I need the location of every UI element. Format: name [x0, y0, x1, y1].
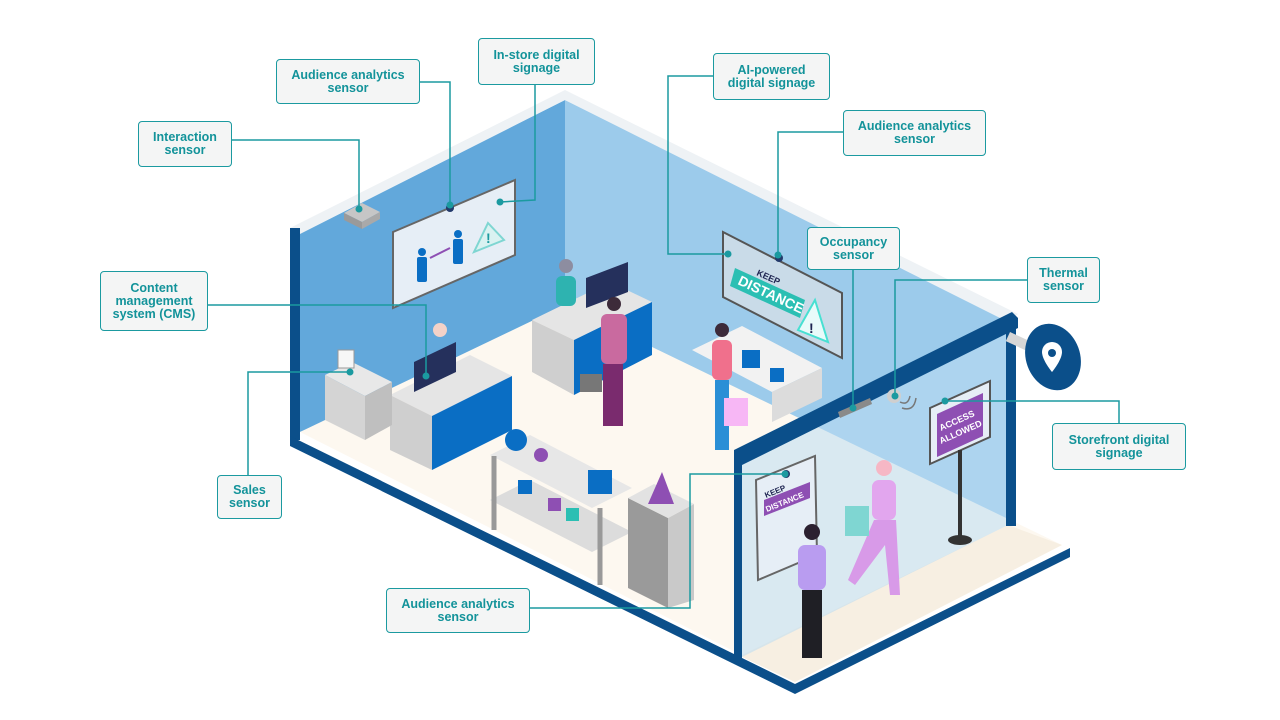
- storefront-post-right: [1006, 318, 1016, 526]
- left-wall-edge: [290, 228, 300, 440]
- walker-head: [876, 460, 892, 476]
- cashier-head: [433, 323, 447, 337]
- label-storefront-digital-signage: Storefront digital signage: [1052, 423, 1186, 470]
- leader-in-store: [499, 84, 536, 203]
- label-audience-analytics-sensor-bottom: Audience analytics sensor: [386, 588, 530, 633]
- interaction-sensor-side2: [362, 212, 380, 229]
- customer-legs: [603, 364, 623, 426]
- sales-register: [325, 362, 392, 396]
- shopper-legs: [715, 380, 729, 450]
- pyramid: [648, 472, 674, 504]
- customer-bag: [580, 374, 602, 392]
- leader-audience-right: [777, 131, 843, 255]
- pedestal-side: [668, 504, 694, 608]
- leader-sales: [247, 371, 350, 475]
- distance-banner: [730, 268, 805, 318]
- thermal-waves-icon: [899, 395, 917, 410]
- sales-register-front: [325, 375, 365, 440]
- ai-warning-icon: [796, 297, 830, 344]
- leader-dots: [346, 198, 949, 478]
- cms-counter-front: [432, 376, 512, 470]
- shopper-bag: [724, 398, 748, 426]
- storefront-post-left: [734, 455, 742, 660]
- leader-thermal: [894, 279, 1027, 396]
- back-monitor: [586, 262, 628, 308]
- leader-storefront: [945, 400, 1120, 423]
- leader-audience-bottom: [529, 473, 785, 609]
- walker-body: [872, 480, 896, 520]
- floor-edge-left: [290, 436, 795, 694]
- receipt-printer: [337, 349, 355, 369]
- leader-lines: [207, 75, 1120, 609]
- staff-body: [556, 276, 576, 306]
- label-ai-powered-digital-signage: AI-powered digital signage: [713, 53, 830, 100]
- label-occupancy-sensor: Occupancy sensor: [807, 227, 900, 270]
- leader-interaction: [231, 139, 360, 209]
- sales-register-side: [365, 382, 392, 440]
- customer-head: [607, 297, 621, 311]
- back-counter-top: [532, 282, 652, 340]
- label-audience-analytics-sensor-top: Audience analytics sensor: [276, 59, 420, 104]
- back-counter-side: [532, 320, 574, 395]
- viewer-head: [804, 524, 820, 540]
- floor-edge-right: [795, 548, 1070, 694]
- shelf-cube-2: [518, 480, 532, 494]
- shelf-sphere: [505, 429, 527, 451]
- warning-exclamation: !: [486, 230, 491, 246]
- cms-counter-top: [390, 355, 512, 416]
- viewer-legs: [802, 590, 822, 658]
- shelf-mid: [490, 480, 632, 552]
- shelf-sphere-purple: [534, 448, 548, 462]
- walker-legs: [848, 520, 900, 595]
- label-sales-sensor: Sales sensor: [217, 475, 282, 519]
- leader-audience-top: [419, 81, 451, 205]
- sign-stand-base: [948, 535, 972, 545]
- shelf-cube-4: [566, 508, 579, 521]
- access-banner: [937, 393, 983, 457]
- shopper-body: [712, 340, 732, 380]
- ai-warning-exclamation: !: [809, 320, 814, 336]
- staff-head: [559, 259, 573, 273]
- shelf-cube: [588, 470, 612, 494]
- display-cube-small: [770, 368, 784, 382]
- cms-monitor: [414, 342, 456, 392]
- people-distance-icon: [417, 230, 463, 282]
- wall-top-edge: [290, 90, 1018, 322]
- walker-bag: [845, 506, 869, 536]
- leader-cms: [207, 304, 427, 376]
- label-thermal-sensor: Thermal sensor: [1027, 257, 1100, 303]
- pedestal-front: [628, 498, 668, 608]
- label-interaction-sensor: Interaction sensor: [138, 121, 232, 167]
- window-distance-banner: [764, 482, 810, 516]
- cms-counter-side: [390, 395, 432, 470]
- storefront-beam: [734, 312, 1018, 466]
- label-audience-analytics-sensor-right: Audience analytics sensor: [843, 110, 986, 156]
- display-table-legs: [772, 368, 822, 422]
- location-pin-hole: [1048, 349, 1056, 357]
- viewer-body: [798, 545, 826, 590]
- shopper-head: [715, 323, 729, 337]
- customer-body: [601, 314, 627, 364]
- interaction-sensor-side: [344, 213, 362, 229]
- shelf-cube-3: [548, 498, 561, 511]
- label-cms: Content management system (CMS): [100, 271, 208, 331]
- warning-icon: [471, 221, 506, 254]
- display-cube: [742, 350, 760, 368]
- label-in-store-digital-signage: In-store digital signage: [478, 38, 595, 85]
- interaction-sensor-device: [344, 203, 380, 222]
- leader-ai: [667, 75, 728, 255]
